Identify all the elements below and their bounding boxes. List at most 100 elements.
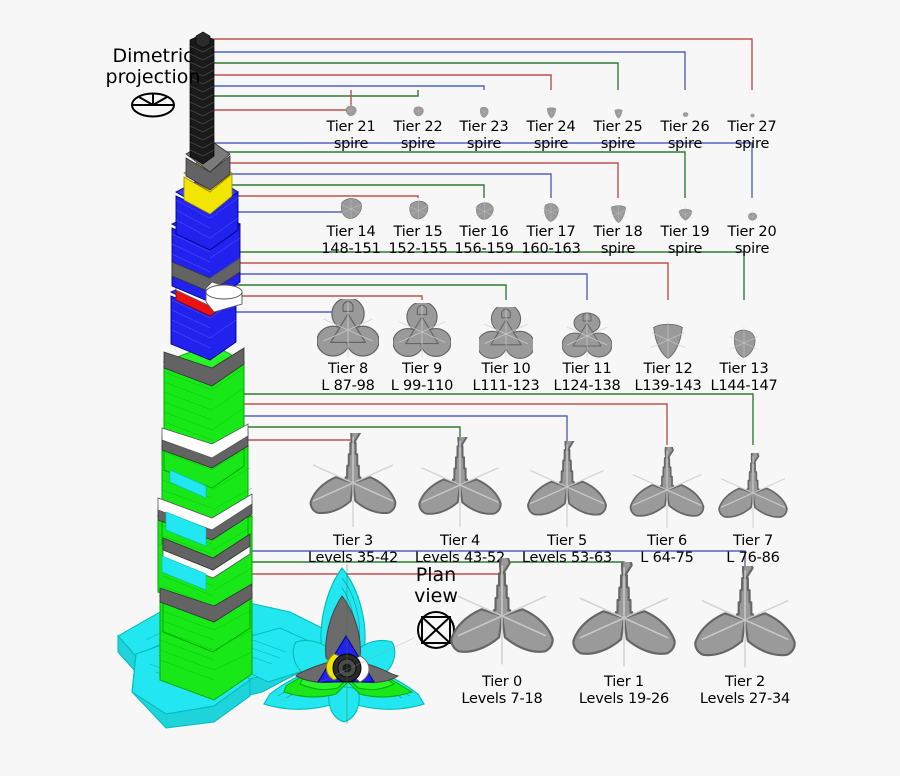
tower-base-podium — [117, 599, 331, 729]
tier-shape-blob-round — [344, 103, 358, 119]
tier-name: Tier 14 — [326, 224, 376, 240]
plan-view-icon — [417, 611, 455, 649]
tier-name: Tier 11 — [562, 361, 612, 377]
conn-tier-8 — [188, 251, 745, 300]
tier-glyph-box — [690, 566, 800, 674]
tier-glyph-box — [697, 85, 807, 119]
tier-shape-tri-taper — [613, 108, 623, 119]
tier-name: Tier 26 — [660, 119, 710, 135]
tier-glyph-box — [512, 437, 622, 533]
tier-shape-dot — [749, 112, 755, 119]
conn-tier-21 — [202, 38, 753, 90]
tier-name: Tier 9 — [402, 361, 442, 377]
tier-shape-blob-lobe — [407, 198, 429, 223]
tier-shape-trefoil-full — [317, 299, 379, 358]
tier-name: Tier 18 — [593, 224, 643, 240]
tier-shape-trefoil-skew — [562, 312, 612, 358]
dimetric-line-2: projection — [105, 66, 201, 88]
tier-detail: Levels 35-42 — [307, 550, 399, 566]
tier-detail: spire — [466, 136, 502, 152]
tier-shape-tri-taper — [651, 320, 685, 359]
tier-glyph-box — [429, 85, 539, 119]
tier-glyph-box — [613, 295, 723, 361]
tier-detail: L124-138 — [553, 378, 621, 394]
tier-name: Tier 4 — [440, 533, 480, 549]
tier-glyph-box — [296, 85, 406, 119]
plan-grey-core — [295, 595, 400, 683]
tier-detail: L144-147 — [710, 378, 778, 394]
tier-detail: spire — [734, 241, 770, 257]
tier-detail: L111-123 — [472, 378, 540, 394]
tier-detail: 148-151 — [321, 241, 381, 257]
tower-blue-section — [169, 173, 243, 361]
tier-shape-dot — [745, 209, 759, 224]
tier-glyph-box — [451, 295, 561, 361]
tier-detail: L 64-75 — [640, 550, 694, 566]
tier-detail: spire — [667, 241, 703, 257]
tier-shape-y-wing-tall — [309, 433, 397, 527]
tier-glyph-box — [405, 437, 515, 533]
tier-glyph-box — [563, 190, 673, 224]
tier-shape-blob-taper — [729, 326, 759, 359]
tier-glyph-box — [363, 85, 473, 119]
tier-shape-tri-stub — [677, 205, 693, 223]
tier-detail: spire — [333, 136, 369, 152]
tier-name: Tier 21 — [326, 119, 376, 135]
tier-name: Tier 7 — [733, 533, 773, 549]
tier-glyph-box — [293, 295, 403, 361]
tier-name: Tier 17 — [526, 224, 576, 240]
tier-glyph-box — [496, 190, 606, 224]
tier-detail: spire — [734, 136, 770, 152]
tier-glyph-box — [429, 190, 539, 224]
tier-detail: 152-155 — [388, 241, 448, 257]
tier-name: Tier 15 — [393, 224, 443, 240]
tier-shape-y-wing-mid — [718, 453, 788, 529]
tier-name: Tier 3 — [333, 533, 373, 549]
dimetric-projection-icon — [131, 92, 175, 118]
tier-detail: Levels 53-63 — [521, 550, 613, 566]
tier-detail: 156-159 — [454, 241, 514, 257]
tier-shape-trefoil-full — [393, 303, 451, 358]
tier-name: Tier 6 — [647, 533, 687, 549]
tower-green-section — [156, 343, 254, 701]
tier-name: Tier 27 — [727, 119, 777, 135]
tier-shape-trefoil-wide — [479, 307, 533, 359]
tier-glyph-box — [496, 85, 606, 119]
tier-name: Tier 8 — [328, 361, 368, 377]
tower-yellow-collar — [183, 139, 233, 215]
tier-detail: Levels 27-34 — [699, 691, 791, 707]
tier-detail: L 76-86 — [726, 550, 780, 566]
tier-detail: spire — [667, 136, 703, 152]
tier-name: Tier 16 — [459, 224, 509, 240]
tier-detail: 160-163 — [521, 241, 581, 257]
tier-detail: Levels 43-52 — [414, 550, 506, 566]
